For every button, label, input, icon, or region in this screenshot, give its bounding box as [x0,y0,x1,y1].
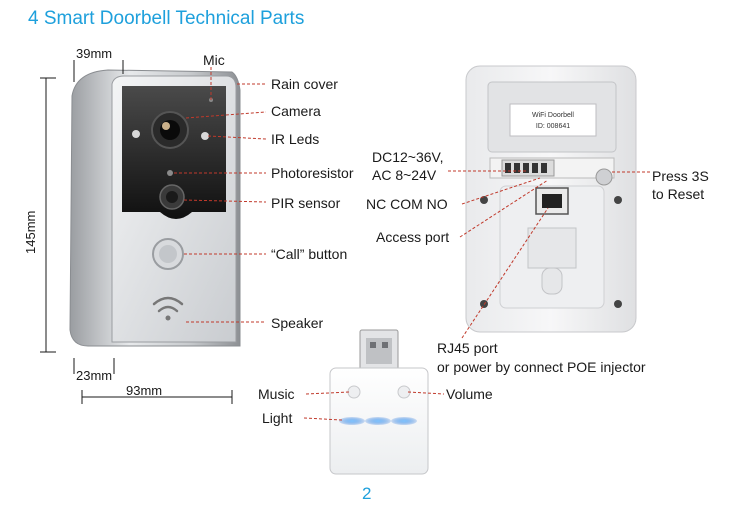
ir-led [201,132,209,140]
callout-rj45-line1: RJ45 port [437,340,498,356]
chime-receiver [329,329,429,475]
callout-nc-com-no: NC COM NO [366,196,448,212]
callout-camera: Camera [271,103,321,119]
reset-button-shape [595,168,613,186]
music-button-shape [347,385,361,399]
page-number: 2 [362,484,372,503]
callout-call-button: “Call” button [271,246,348,262]
callout-rj45-line2: or power by connect POE injector [437,359,646,375]
doorbell-back [465,65,637,333]
dim-width: 93mm [126,383,163,398]
callout-mic: Mic [203,52,225,68]
page-title: 4 Smart Doorbell Technical Parts [28,8,305,29]
chime-leader-lines [303,391,445,421]
callout-light: Light [262,410,293,426]
sticker-line1: WiFi Doorbell [531,112,574,119]
dimension-lines [40,60,233,404]
wifi-speaker-icon [152,296,184,321]
callout-photoresistor: Photoresistor [271,165,354,181]
callout-ir-leds: IR Leds [271,131,320,147]
id-sticker [509,103,597,137]
callout-dc-voltage: DC12~36V, [372,149,444,165]
callout-music: Music [258,386,295,402]
front-leader-lines [174,66,267,323]
sticker-line2: ID: 008641 [535,123,571,130]
callout-reset-line1: Press 3S [652,168,709,184]
callout-speaker: Speaker [271,315,324,331]
dim-bottom-depth: 23mm [76,368,113,383]
dim-top-width: 39mm [76,46,113,61]
callout-reset-line2: to Reset [652,186,705,202]
ir-led [132,130,140,138]
callout-ac-voltage: AC 8~24V [372,167,437,183]
camera-section [122,86,226,219]
callout-access-port: Access port [376,229,450,245]
photoresistor-dot [167,170,173,176]
back-leader-lines [448,170,650,339]
callout-pir-sensor: PIR sensor [271,195,341,211]
doorbell-front [69,69,241,347]
callout-rain-cover: Rain cover [271,76,338,92]
chime-light-strip [339,417,417,425]
dim-height: 145mm [23,210,38,254]
callout-volume: Volume [446,386,493,402]
